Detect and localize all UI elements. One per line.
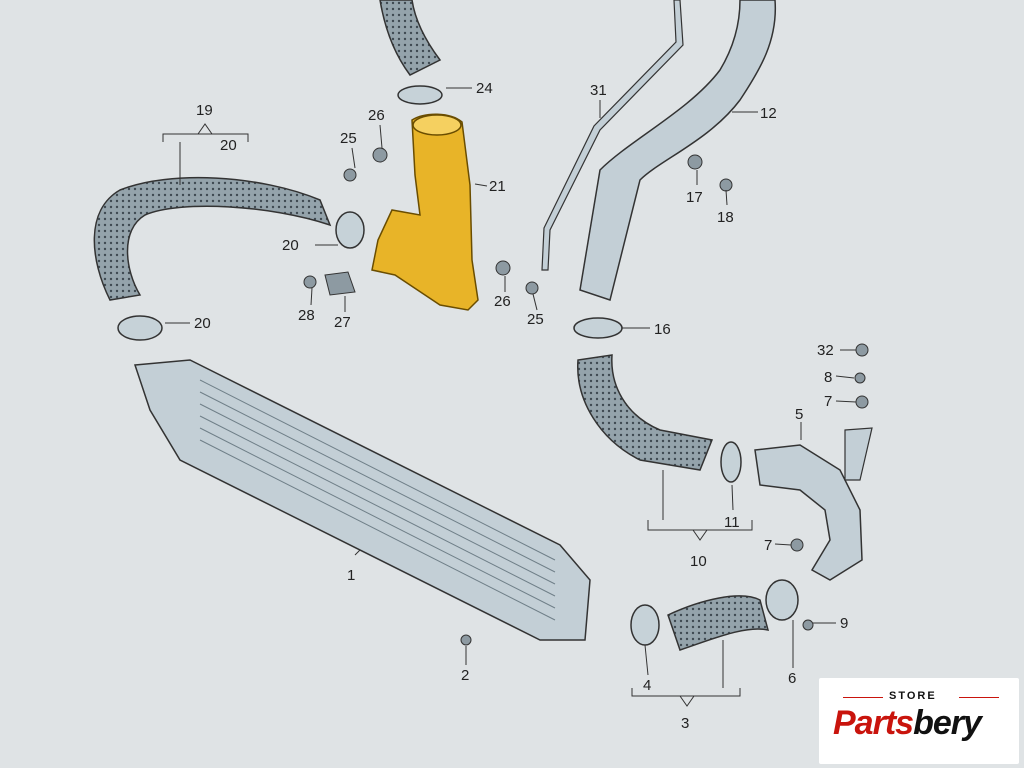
- callout-7a: 7: [824, 393, 832, 410]
- intake-pipe-21: [371, 113, 479, 311]
- callout-20a: 20: [220, 137, 237, 154]
- callout-27: 27: [334, 314, 351, 331]
- clamp-4: [630, 604, 660, 646]
- partsbery-logo: STORE Partsbery: [819, 678, 1019, 764]
- callout-31: 31: [590, 82, 607, 99]
- clamp-20a: [335, 211, 365, 249]
- bolt-25a: [343, 168, 357, 182]
- callout-8: 8: [824, 369, 832, 386]
- pipe-21-neck: [412, 114, 462, 136]
- hose-10: [577, 354, 714, 471]
- bolt-25b: [525, 281, 539, 295]
- callout-21: 21: [489, 178, 506, 195]
- clamp-24: [397, 85, 443, 105]
- pipe-5-bracket: [844, 427, 873, 481]
- callout-7b: 7: [764, 537, 772, 554]
- callout-28: 28: [298, 307, 315, 324]
- callout-1: 1: [347, 567, 355, 584]
- pipe-5: [754, 444, 863, 581]
- intercooler-1: [133, 359, 591, 641]
- callout-11: 11: [724, 514, 740, 531]
- clamp-11: [720, 441, 742, 483]
- nut-7b: [790, 538, 804, 552]
- callout-4: 4: [643, 677, 651, 694]
- clamp-20b: [117, 315, 163, 341]
- nut-26a: [372, 147, 388, 163]
- clamp-6: [765, 579, 799, 621]
- nut-32: [855, 343, 869, 357]
- callout-5: 5: [795, 406, 803, 423]
- callout-17: 17: [686, 189, 703, 206]
- nut-26b: [495, 260, 511, 276]
- callout-6: 6: [788, 670, 796, 687]
- upper-hose: [379, 0, 442, 76]
- pipe-12: [579, 0, 777, 301]
- callout-20c: 20: [194, 315, 211, 332]
- hose-19: [93, 176, 332, 301]
- callout-24: 24: [476, 80, 493, 97]
- logo-store-text: STORE: [889, 690, 937, 702]
- logo-brand-text: Partsbery: [833, 704, 982, 743]
- sensor-27: [324, 271, 356, 296]
- bolt-18: [719, 178, 733, 192]
- bolt-8: [854, 372, 866, 384]
- callout-9: 9: [840, 615, 848, 632]
- nut-17: [687, 154, 703, 170]
- callout-32: 32: [817, 342, 834, 359]
- callout-26b: 26: [494, 293, 511, 310]
- callout-26a: 26: [368, 107, 385, 124]
- nut-7a: [855, 395, 869, 409]
- callout-2: 2: [461, 667, 469, 684]
- callout-19: 19: [196, 102, 213, 119]
- logo-line-left: [843, 697, 883, 698]
- callout-25a: 25: [340, 130, 357, 147]
- callout-18: 18: [717, 209, 734, 226]
- callout-12: 12: [760, 105, 777, 122]
- hose-3: [667, 595, 770, 651]
- logo-brand-a: Parts: [833, 704, 914, 742]
- logo-line-right: [959, 697, 999, 698]
- clamp-16: [573, 317, 623, 339]
- pipe-31: [541, 0, 684, 271]
- bolt-9: [802, 619, 814, 631]
- bolt-28: [303, 275, 317, 289]
- bolt-2: [460, 634, 472, 646]
- callout-25b: 25: [527, 311, 544, 328]
- callout-16: 16: [654, 321, 671, 338]
- logo-brand-b: bery: [913, 704, 982, 742]
- callout-10: 10: [690, 553, 707, 570]
- callout-3: 3: [681, 715, 689, 732]
- callout-20b: 20: [282, 237, 299, 254]
